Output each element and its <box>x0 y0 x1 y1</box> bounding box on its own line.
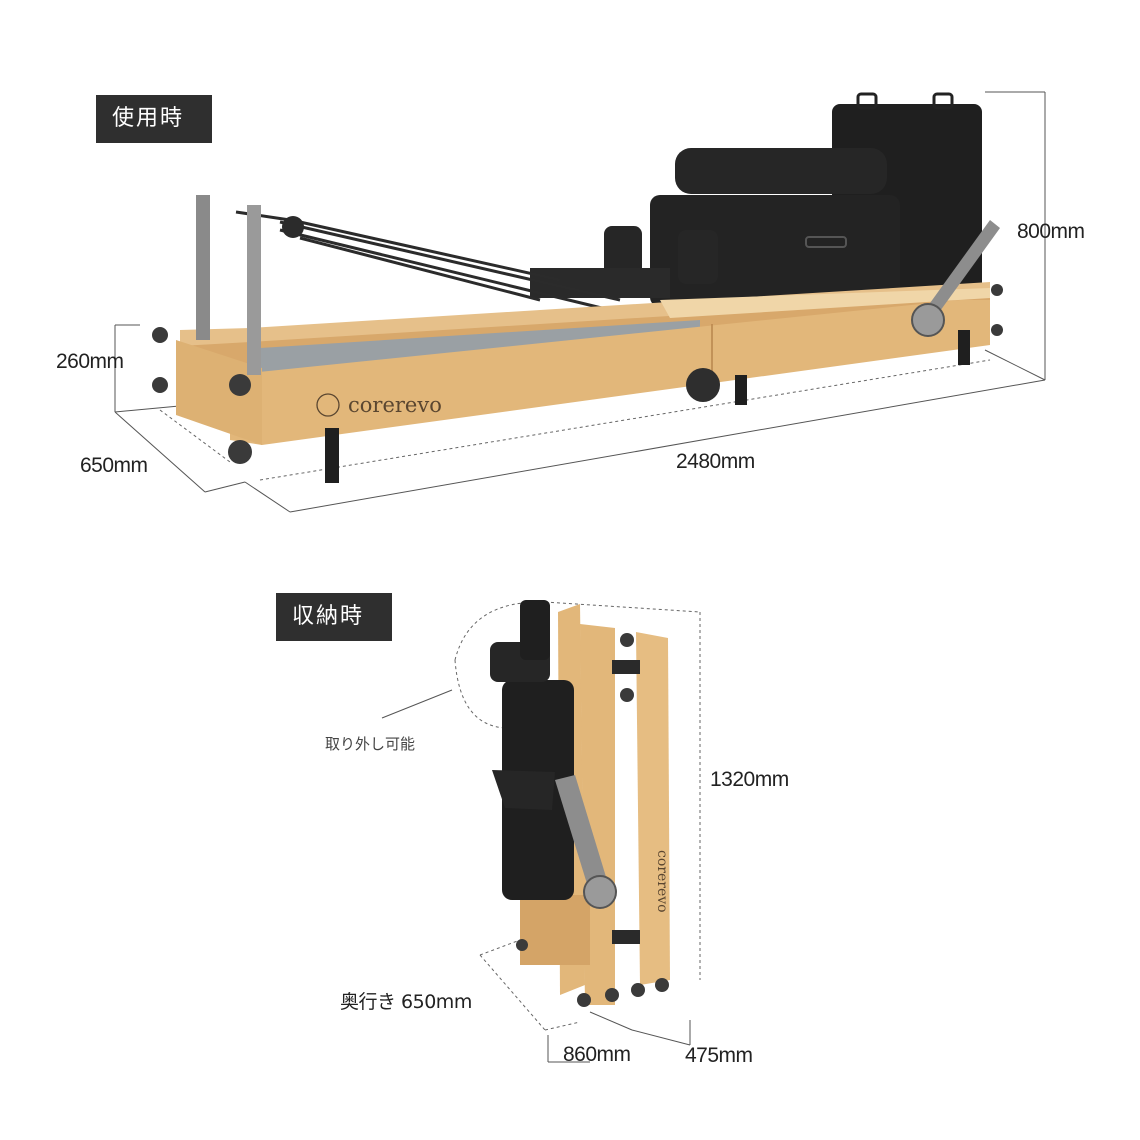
leg <box>735 375 747 405</box>
leg <box>958 330 970 365</box>
storage-depth: 奥行き 650mm <box>340 991 472 1013</box>
wheel <box>229 374 251 396</box>
leg <box>325 428 339 483</box>
folded-frame-right <box>636 632 670 985</box>
folded-footbar-arm <box>555 775 610 900</box>
storage-dimension-lines <box>381 689 691 1063</box>
wheel <box>655 978 669 992</box>
upright-post-left <box>196 195 210 340</box>
in-use-frame-height: 260mm <box>56 350 124 373</box>
in-use-height: 800mm <box>1017 220 1085 243</box>
storage-width-front: 860mm <box>563 1043 631 1066</box>
storage-width-side: 475mm <box>685 1044 753 1067</box>
storage-label: 収納時 <box>276 593 392 641</box>
wheel <box>152 377 168 393</box>
brand-logo-storage: corerevo <box>654 850 670 913</box>
box-top-cushion <box>675 148 887 194</box>
wheel <box>686 368 720 402</box>
wheel <box>631 983 645 997</box>
frame-end <box>176 340 262 445</box>
brand-logo-in-use: corerevo <box>348 393 442 417</box>
shoulder-rest-right <box>678 230 718 284</box>
shoulder-rest-left <box>604 226 642 276</box>
storage-outline <box>454 601 701 1031</box>
in-use-floor-outline <box>159 359 991 481</box>
wheel <box>152 327 168 343</box>
ropes <box>235 210 621 312</box>
in-use-length: 2480mm <box>676 450 755 473</box>
wheel <box>228 440 252 464</box>
wheel <box>577 993 591 1007</box>
reformer-in-use: corerevo <box>114 91 1046 513</box>
frame-front-rail <box>230 300 990 445</box>
footbar-arm <box>925 220 1000 318</box>
in-use-width: 650mm <box>80 454 148 477</box>
reformer-folded: corerevo <box>381 600 701 1063</box>
in-use-label: 使用時 <box>96 95 212 143</box>
storage-height: 1320mm <box>710 768 789 791</box>
wheel <box>605 988 619 1002</box>
carriage <box>530 268 670 298</box>
in-use-dimension-lines <box>114 91 1046 513</box>
track <box>260 320 700 372</box>
upright-post-right <box>247 205 261 375</box>
removable-note: 取り外し可能 <box>325 735 416 753</box>
